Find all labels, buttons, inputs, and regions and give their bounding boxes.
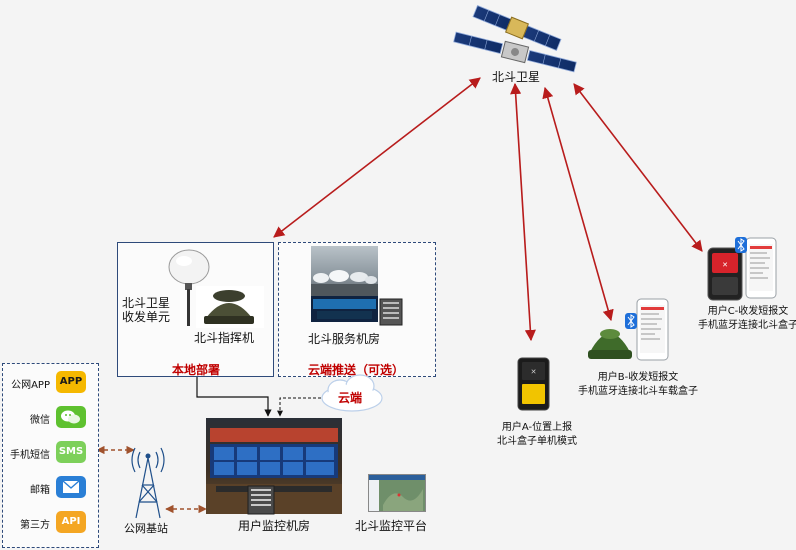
satellite-label: 北斗卫星: [492, 70, 541, 84]
local-unit-label: 北斗卫星 收发单元: [122, 296, 170, 324]
user-c-label: 用户C-收发短报文 手机蓝牙连接北斗盒子: [698, 305, 796, 333]
channel-name: 公网APP: [11, 380, 50, 391]
monitoring-platform-label: 北斗监控平台: [355, 519, 428, 533]
user-c-label-line1: 用户C-收发短报文: [707, 306, 789, 317]
channel-name: 手机短信: [10, 450, 50, 461]
local-deployment-title: 本地部署: [172, 363, 221, 377]
user-a-label-line1: 用户A-位置上报: [501, 422, 573, 433]
monitor-room-label: 用户监控机房: [238, 519, 311, 533]
user-b-label: 用户B-收发短报文 手机蓝牙连接北斗车载盒子: [578, 371, 698, 399]
user-c-label-line2: 手机蓝牙连接北斗盒子: [698, 320, 796, 331]
channel-row: 微信: [3, 404, 98, 432]
user-b-label-line2: 手机蓝牙连接北斗车载盒子: [578, 386, 698, 397]
mail-icon: [56, 476, 86, 498]
commander-label: 北斗指挥机: [194, 331, 255, 345]
channel-name: 第三方: [20, 520, 50, 531]
monitoring-room-photo: [206, 418, 342, 514]
link-satellite-user-b: [542, 86, 614, 322]
channel-row: 邮箱: [3, 474, 98, 502]
channel-row: 第三方 API: [3, 509, 98, 537]
app-icon: APP: [56, 371, 86, 393]
sms-icon: SMS: [56, 441, 86, 463]
user-a-label-line2: 北斗盒子单机模式: [497, 436, 577, 447]
satellite-dish-farm-photo: [311, 246, 378, 296]
link-cloud-monitor: [277, 397, 326, 417]
channels-box: 公网APP APP 微信手机短信 SMS 邮箱第三方 API: [2, 363, 99, 548]
channel-name: 邮箱: [30, 485, 50, 496]
channel-row: 手机短信 SMS: [3, 439, 98, 467]
user-a-label: 用户A-位置上报 北斗盒子单机模式: [497, 421, 577, 449]
satellite-icon: [453, 5, 577, 73]
local-unit-label-line1: 北斗卫星: [122, 296, 171, 310]
link-satellite-user-a: [510, 82, 536, 342]
channel-name: 微信: [30, 415, 50, 426]
link-local-monitor: [196, 377, 272, 417]
link-satellite-user-c: [573, 83, 703, 252]
channel-icon-text: APP: [59, 376, 83, 387]
server-room-photo: [311, 296, 378, 322]
cloud-push-title: 云端推送（可选）: [308, 363, 405, 377]
link-satellite-local: [273, 77, 481, 238]
channel-icon-text: API: [61, 516, 81, 527]
cloud-bubble-label: 云端: [338, 391, 363, 405]
api-icon: API: [56, 511, 86, 533]
base-station-label: 公网基站: [124, 522, 168, 535]
channel-row: 公网APP APP: [3, 369, 98, 397]
monitoring-platform-screenshot: [368, 474, 426, 512]
wechat-icon: [56, 406, 86, 428]
user-b-label-line1: 用户B-收发短报文: [597, 372, 679, 383]
cloud-server-room-label: 北斗服务机房: [308, 332, 381, 346]
channel-icon-text: SMS: [58, 446, 84, 457]
local-unit-label-line2: 收发单元: [122, 310, 171, 324]
